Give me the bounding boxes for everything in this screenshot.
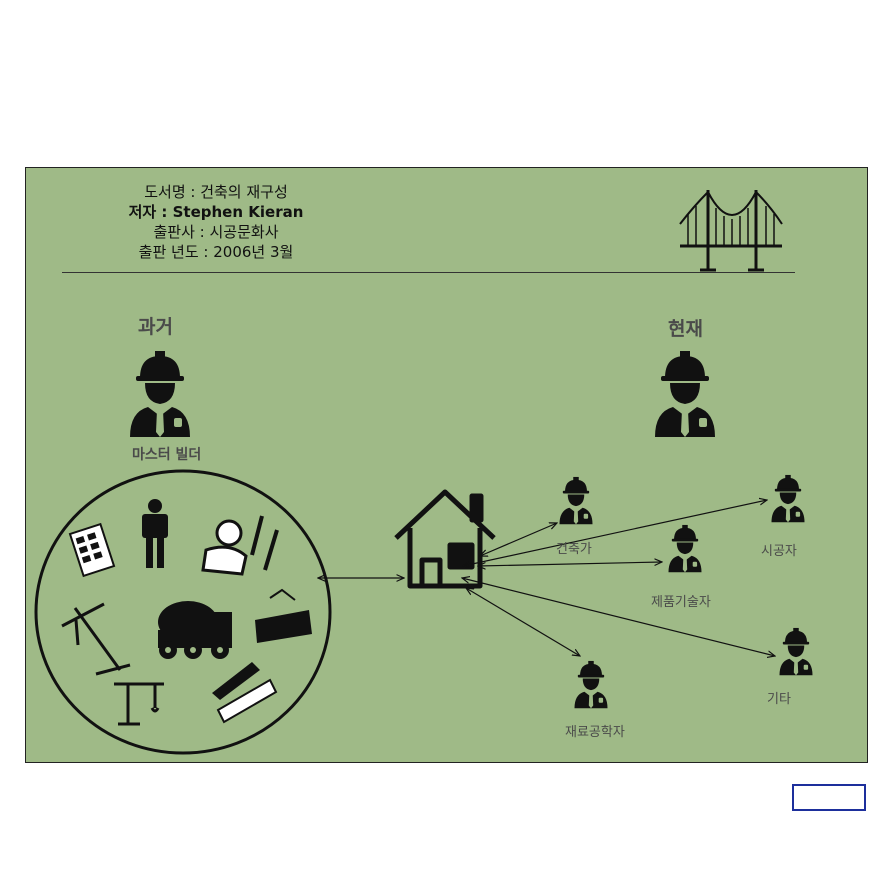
beam-icon (255, 588, 312, 643)
master-builder-circle (34, 469, 332, 755)
diagram-panel: 도서명 : 건축의 재구성 저자 : Stephen Kieran 출판사 : … (25, 167, 868, 763)
role-architect: 건축가 (556, 542, 592, 557)
bridge-icon (679, 190, 783, 272)
book-info: 도서명 : 건축의 재구성 저자 : Stephen Kieran 출판사 : … (86, 182, 346, 262)
worker-icon (771, 474, 805, 523)
role-others: 기타 (767, 692, 791, 707)
house-icon (394, 489, 496, 589)
blueprint-icon (68, 522, 116, 578)
role-product-engineer: 제품기술자 (651, 595, 711, 610)
ruler-pencil-icon (212, 662, 278, 724)
worker-icon (668, 524, 702, 573)
book-title: 도서명 : 건축의 재구성 (144, 183, 288, 201)
relation-arrows (318, 500, 775, 656)
book-publisher: 출판사 : 시공문화사 (153, 223, 279, 241)
header-divider (62, 272, 795, 273)
heading-past: 과거 (138, 316, 173, 338)
heading-present: 현재 (668, 318, 703, 340)
role-master-builder: 마스터 빌더 (132, 447, 202, 463)
role-contractor: 시공자 (761, 544, 797, 559)
book-author: 저자 : Stephen Kieran (128, 203, 304, 221)
tools-icon (201, 515, 279, 576)
worker-icon (574, 660, 608, 709)
page-box[interactable] (792, 784, 866, 811)
worker-icon (779, 627, 813, 676)
book-year: 출판 년도 : 2006년 3월 (138, 243, 294, 261)
tower-crane-icon (114, 682, 164, 726)
worker-icon (130, 351, 190, 437)
cement-truck-icon (158, 601, 232, 659)
role-materials-scientist: 재료공학자 (565, 725, 625, 740)
crane-icon (61, 602, 131, 676)
worker-icon (655, 351, 715, 437)
worker-icon (559, 476, 593, 525)
worker-icon (142, 499, 168, 568)
